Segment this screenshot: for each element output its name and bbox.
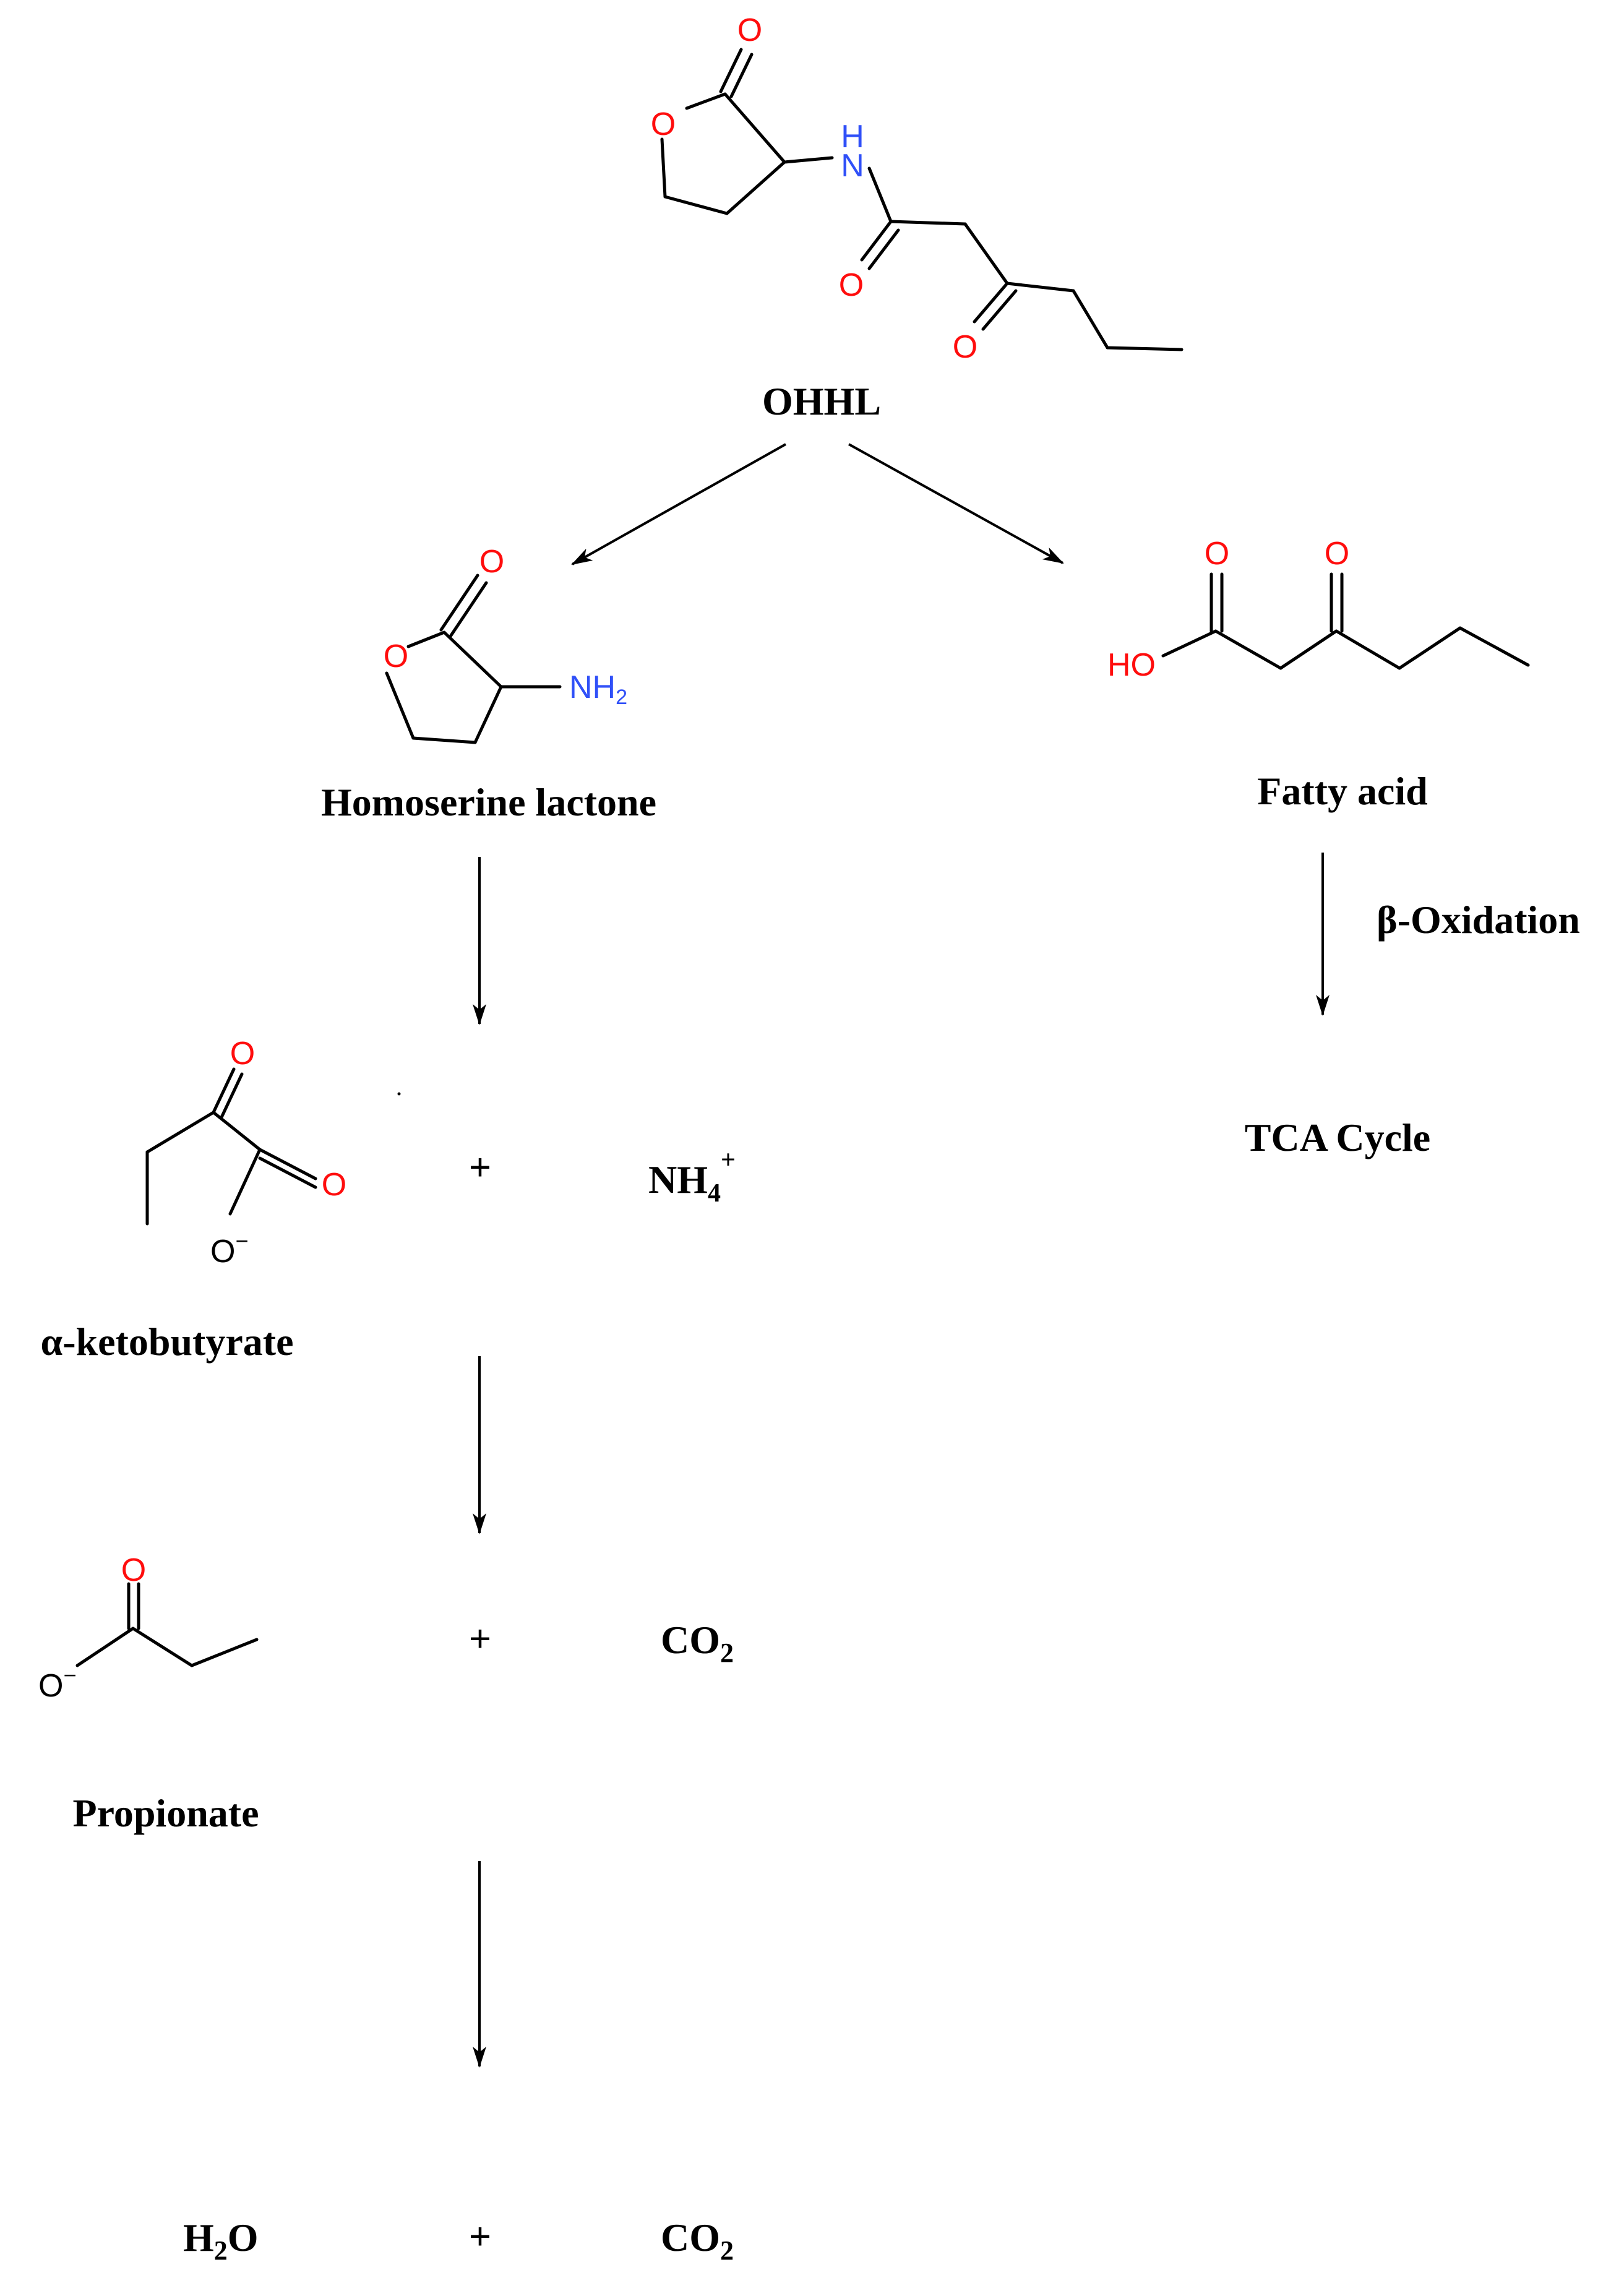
label-beta-oxidation: β-Oxidation — [1377, 898, 1580, 942]
label-water: H2O — [183, 2216, 259, 2266]
ohhl-keto-oxygen: O — [953, 329, 977, 365]
label-propionate: Propionate — [72, 1791, 259, 1835]
propionate-structure: O O− — [38, 1552, 259, 1704]
label-ammonium: NH4+ — [648, 1146, 736, 1208]
homoserine-lactone-structure: O O NH2 — [384, 544, 627, 744]
akb-carboxyl-oxygen: O — [322, 1167, 346, 1203]
ohhl-carbonyl-oxygen: O — [737, 12, 762, 48]
label-co2-2: CO2 — [661, 2216, 734, 2266]
prop-carbonyl-oxygen: O — [121, 1552, 146, 1588]
hsl-ring-oxygen: O — [384, 638, 408, 674]
fatty-acid-structure: HO O O — [1107, 536, 1530, 683]
label-homoserine-lactone: Homoserine lactone — [321, 780, 656, 824]
stray-dot — [397, 1092, 401, 1096]
arrow-to-homoserine-lactone — [571, 443, 786, 565]
ohhl-nh-h: H — [841, 119, 864, 155]
fa-acid-oxygen: O — [1205, 536, 1229, 572]
plus-3: + — [469, 2214, 491, 2258]
arrow-to-fatty-acid — [848, 443, 1064, 564]
akb-carboxylate-oxygen: O− — [210, 1228, 248, 1270]
fa-hydroxyl: HO — [1107, 647, 1156, 683]
label-co2-1: CO2 — [661, 1618, 734, 1668]
akb-keto-oxygen: O — [230, 1036, 255, 1072]
ohhl-structure: O O H N O O — [651, 12, 1184, 365]
label-alpha-ketobutyrate: α-ketobutyrate — [41, 1320, 294, 1364]
plus-2: + — [469, 1617, 491, 1661]
ohhl-ring-oxygen: O — [651, 106, 676, 142]
fa-keto-oxygen: O — [1325, 536, 1349, 572]
hsl-amine: NH2 — [569, 669, 627, 709]
alpha-ketobutyrate-structure: O O O− — [145, 1036, 401, 1270]
prop-carboxylate-oxygen: O− — [38, 1662, 76, 1704]
label-ohhl: OHHL — [762, 379, 881, 423]
ohhl-amide-oxygen: O — [839, 267, 864, 303]
plus-1: + — [469, 1145, 491, 1189]
label-fatty-acid: Fatty acid — [1257, 769, 1428, 813]
ohhl-nitrogen: N — [841, 148, 864, 184]
label-tca-cycle: TCA Cycle — [1245, 1116, 1430, 1159]
hsl-carbonyl-oxygen: O — [479, 544, 504, 580]
